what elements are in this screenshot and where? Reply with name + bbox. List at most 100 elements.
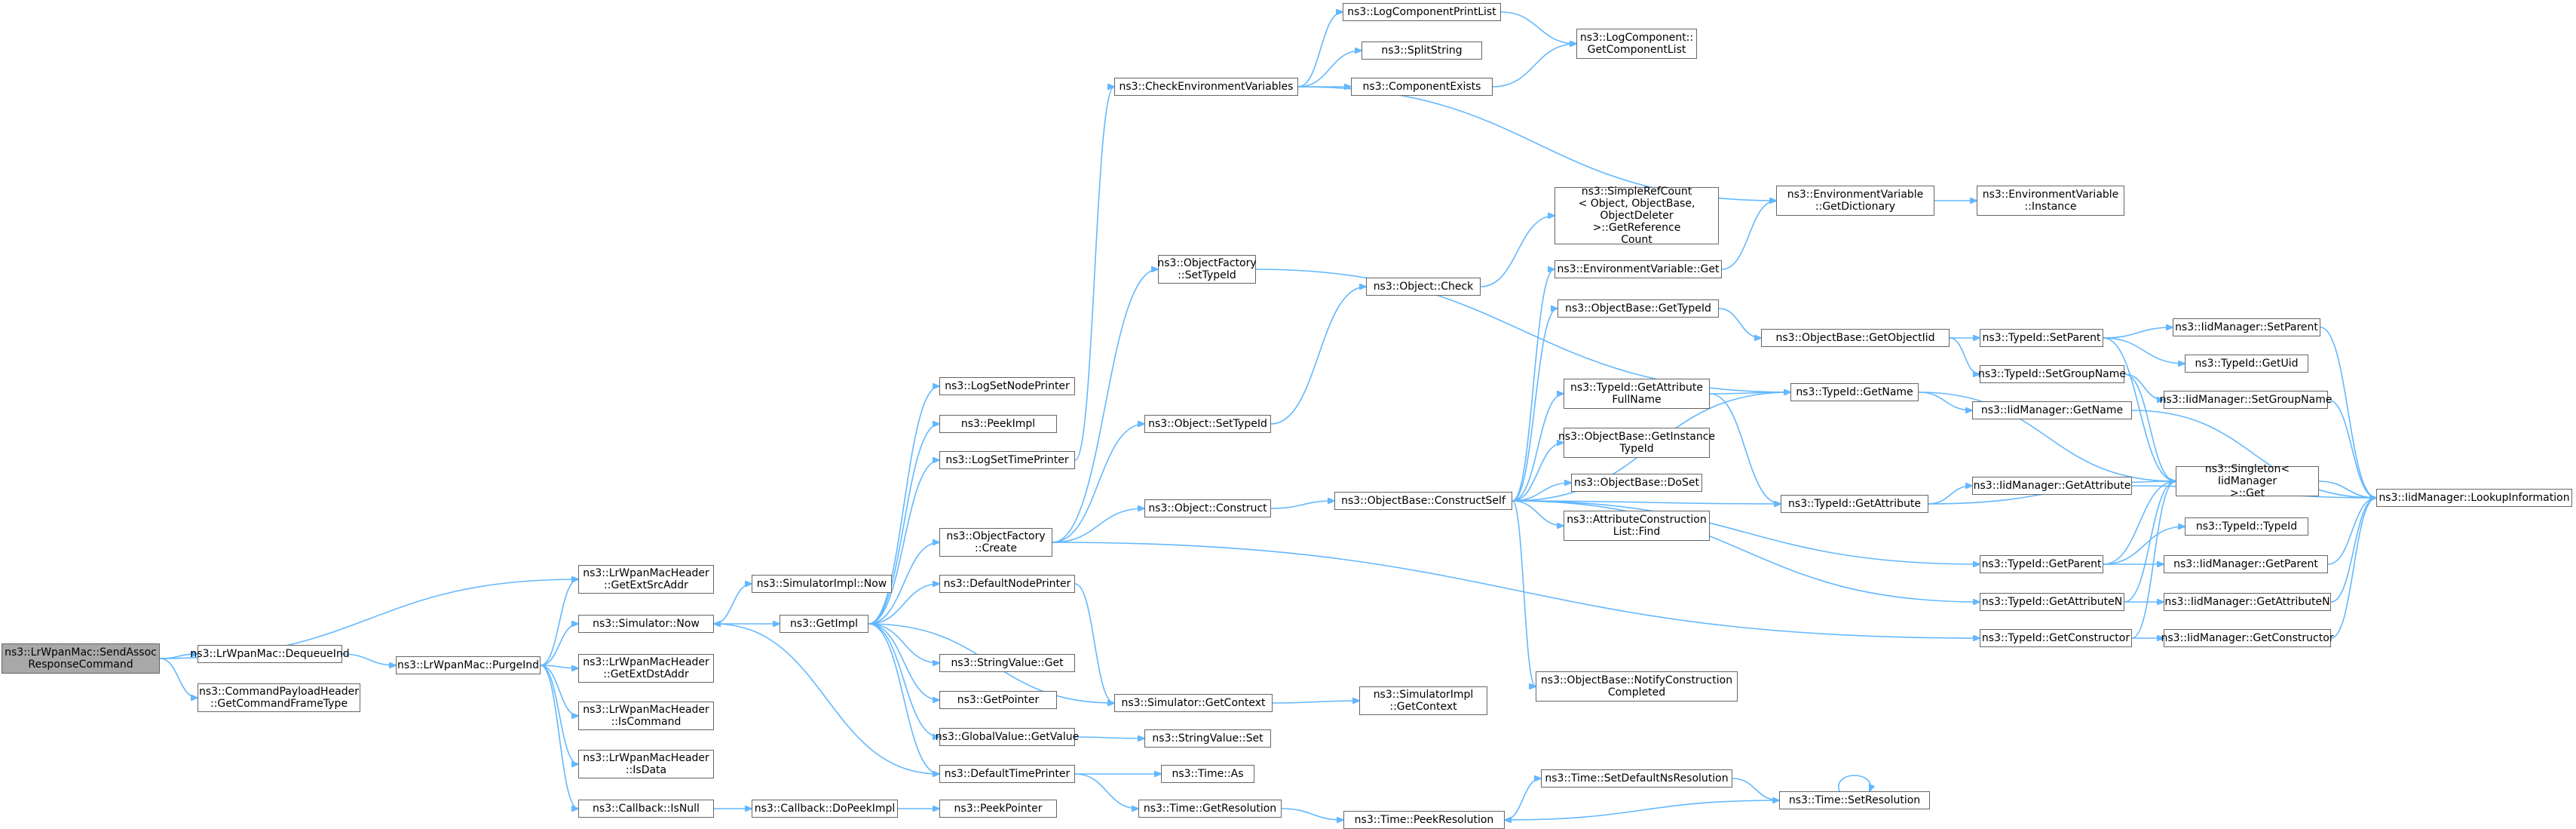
node-logsettime[interactable]: ns3::LogSetTimePrinter xyxy=(939,451,1075,469)
edge-objfcreate-to-tidgetctor xyxy=(1052,542,1980,638)
node-tidsetgroup[interactable]: ns3::TypeId::SetGroupName xyxy=(1978,365,2126,383)
node-defnode[interactable]: ns3::DefaultNodePrinter xyxy=(939,575,1075,593)
node-iidgetattrn[interactable]: ns3::IidManager::GetAttributeN xyxy=(2164,593,2331,611)
node-simgetctx[interactable]: ns3::Simulator::GetContext xyxy=(1114,694,1273,712)
edge-construct-to-envget xyxy=(1512,269,1554,502)
node-tidtypeid[interactable]: ns3::TypeId::TypeId xyxy=(2185,517,2308,536)
node-envget[interactable]: ns3::EnvironmentVariable::Get xyxy=(1554,260,1722,278)
node-setdefres[interactable]: ns3::Time::SetDefaultNsResolution xyxy=(1541,769,1732,788)
node-objfcreate[interactable]: ns3::ObjectFactory ::Create xyxy=(939,528,1052,557)
node-envinst[interactable]: ns3::EnvironmentVariable ::Instance xyxy=(1977,186,2124,216)
node-logsetnode[interactable]: ns3::LogSetNodePrinter xyxy=(939,377,1075,395)
node-peekptr[interactable]: ns3::PeekPointer xyxy=(939,800,1057,818)
node-purge[interactable]: ns3::LrWpanMac::PurgeInd xyxy=(396,656,541,674)
node-obdoset[interactable]: ns3::ObjectBase::DoSet xyxy=(1571,474,1702,492)
node-peekres[interactable]: ns3::Time::PeekResolution xyxy=(1343,811,1505,829)
node-obnotify[interactable]: ns3::ObjectBase::NotifyConstruction Comp… xyxy=(1536,671,1738,702)
edge-tidgetname-to-iidgetname xyxy=(1918,391,1972,410)
edge-timesetres-to-timesetres xyxy=(1838,775,1870,791)
node-dequeue[interactable]: ns3::LrWpanMac::DequeueInd xyxy=(190,645,350,663)
node-iidgetattr[interactable]: ns3::IidManager::GetAttribute xyxy=(1972,477,2132,495)
node-simimplnow[interactable]: ns3::SimulatorImpl::Now xyxy=(752,575,892,593)
edge-checkenv-to-envdict xyxy=(1297,86,1776,201)
node-timeas[interactable]: ns3::Time::As xyxy=(1161,765,1254,783)
edge-objcheck-to-refcount xyxy=(1480,216,1554,287)
node-logcomplist[interactable]: ns3::LogComponent:: GetComponentList xyxy=(1576,29,1697,59)
node-objsettid[interactable]: ns3::Object::SetTypeId xyxy=(1144,415,1271,433)
edge-obgetoid-to-tidsetgroup xyxy=(1949,337,1980,374)
edge-getimpl-to-objfcreate xyxy=(868,542,939,625)
node-timesetres[interactable]: ns3::Time::SetResolution xyxy=(1779,791,1930,809)
edge-tidsetparent-to-singleton xyxy=(2103,337,2176,481)
node-extsrc[interactable]: ns3::LrWpanMacHeader ::GetExtSrcAddr xyxy=(578,565,714,594)
node-tidattrfull[interactable]: ns3::TypeId::GetAttribute FullName xyxy=(1564,379,1710,409)
edge-construct-to-obgettid xyxy=(1512,309,1558,502)
edge-construct-to-tidgetattr xyxy=(1512,500,1781,504)
node-iidgetctor[interactable]: ns3::IidManager::GetConstructor xyxy=(2161,629,2334,647)
node-cmdhdr[interactable]: ns3::CommandPayloadHeader ::GetCommandFr… xyxy=(198,683,360,712)
edge-construct-to-obinst xyxy=(1512,443,1564,502)
node-attrfind[interactable]: ns3::AttributeConstruction List::Find xyxy=(1564,511,1710,541)
node-extdst[interactable]: ns3::LrWpanMacHeader ::GetExtDstAddr xyxy=(578,654,714,683)
node-tidsetparent[interactable]: ns3::TypeId::SetParent xyxy=(1980,329,2103,347)
node-tidgetattr[interactable]: ns3::TypeId::GetAttribute xyxy=(1781,495,1928,513)
node-tidgetattrn[interactable]: ns3::TypeId::GetAttributeN xyxy=(1980,593,2124,611)
node-objcheck[interactable]: ns3::Object::Check xyxy=(1366,278,1481,296)
edge-tidgetparent-to-tidtypeid xyxy=(2103,527,2185,565)
node-strset[interactable]: ns3::StringValue::Set xyxy=(1144,729,1271,748)
node-iidsetparent[interactable]: ns3::IidManager::SetParent xyxy=(2173,318,2320,336)
node-cbnull[interactable]: ns3::Callback::IsNull xyxy=(578,800,714,818)
node-getimpl[interactable]: ns3::GetImpl xyxy=(780,615,868,633)
node-singleton[interactable]: ns3::Singleton< IidManager >::Get xyxy=(2176,463,2319,499)
node-gvget[interactable]: ns3::GlobalValue::GetValue xyxy=(936,728,1079,746)
edge-objfcreate-to-objfsettid xyxy=(1052,269,1158,543)
node-obinst[interactable]: ns3::ObjectBase::GetInstance TypeId xyxy=(1558,428,1715,458)
node-tidgetname[interactable]: ns3::TypeId::GetName xyxy=(1790,383,1919,401)
node-strget[interactable]: ns3::StringValue::Get xyxy=(939,654,1075,672)
node-objfsettid[interactable]: ns3::ObjectFactory ::SetTypeId xyxy=(1157,255,1257,284)
edge-singleton-to-iidlookup xyxy=(2318,481,2376,498)
edge-tidattrfull-to-tidgetname xyxy=(1709,392,1790,394)
node-iidlookup[interactable]: ns3::IidManager::LookupInformation xyxy=(2376,489,2572,507)
node-construct[interactable]: ns3::ObjectBase::ConstructSelf xyxy=(1334,492,1512,510)
node-refcount[interactable]: ns3::SimpleRefCount < Object, ObjectBase… xyxy=(1554,186,1719,246)
edge-tidsetparent-to-tidgetuid xyxy=(2103,337,2185,364)
node-timegetres[interactable]: ns3::Time::GetResolution xyxy=(1138,800,1282,818)
node-isdata[interactable]: ns3::LrWpanMacHeader ::IsData xyxy=(578,750,714,778)
edge-purge-to-iscmd xyxy=(540,665,578,716)
node-obgettid[interactable]: ns3::ObjectBase::GetTypeId xyxy=(1558,299,1719,318)
node-cbpeek[interactable]: ns3::Callback::DoPeekImpl xyxy=(752,800,898,818)
edge-logsettime-to-checkenv xyxy=(1074,87,1114,461)
node-deftime[interactable]: ns3::DefaultTimePrinter xyxy=(939,765,1075,783)
node-iscmd[interactable]: ns3::LrWpanMacHeader ::IsCommand xyxy=(578,702,714,730)
edge-tidsetgroup-to-iidsetgroup xyxy=(2124,373,2164,400)
node-envdict[interactable]: ns3::EnvironmentVariable ::GetDictionary xyxy=(1776,186,1934,216)
edge-peekres-to-setdefres xyxy=(1504,778,1541,821)
node-tidgetparent[interactable]: ns3::TypeId::GetParent xyxy=(1980,555,2103,573)
edge-obgettid-to-obgetoid xyxy=(1718,308,1761,338)
edge-getimpl-to-logsetnode xyxy=(868,386,939,625)
node-getptr[interactable]: ns3::GetPointer xyxy=(939,691,1057,709)
node-logprintlist[interactable]: ns3::LogComponentPrintList xyxy=(1343,3,1501,21)
node-iidgetname[interactable]: ns3::IidManager::GetName xyxy=(1972,401,2132,419)
edge-tidgetattr-to-iidgetattr xyxy=(1928,486,1972,505)
edge-iidgetattrn-to-iidlookup xyxy=(2330,498,2376,603)
node-tidgetuid[interactable]: ns3::TypeId::GetUid xyxy=(2185,355,2308,373)
node-peekimpl[interactable]: ns3::PeekImpl xyxy=(939,415,1057,433)
node-objconstruct[interactable]: ns3::Object::Construct xyxy=(1144,499,1271,517)
edge-construct-to-obnotify xyxy=(1512,500,1536,686)
edge-getimpl-to-deftime xyxy=(868,623,939,774)
node-compexists[interactable]: ns3::ComponentExists xyxy=(1351,78,1493,96)
node-iidgetparent[interactable]: ns3::IidManager::GetParent xyxy=(2164,555,2328,573)
node-iidsetgroup[interactable]: ns3::IidManager::SetGroupName xyxy=(2160,391,2332,409)
node-obgetoid[interactable]: ns3::ObjectBase::GetObjectIid xyxy=(1761,329,1950,347)
node-checkenv[interactable]: ns3::CheckEnvironmentVariables xyxy=(1114,78,1298,96)
edge-getimpl-to-gvget xyxy=(868,623,939,737)
edge-construct-to-tidgetattrn xyxy=(1512,500,1980,602)
node-splitstr[interactable]: ns3::SplitString xyxy=(1362,41,1482,60)
edge-iidgetctor-to-iidlookup xyxy=(2330,498,2376,639)
node-tidgetctor[interactable]: ns3::TypeId::GetConstructor xyxy=(1980,629,2132,647)
node-simimplctx[interactable]: ns3::SimulatorImpl ::GetContext xyxy=(1359,686,1487,715)
node-simnow[interactable]: ns3::Simulator::Now xyxy=(578,615,714,633)
